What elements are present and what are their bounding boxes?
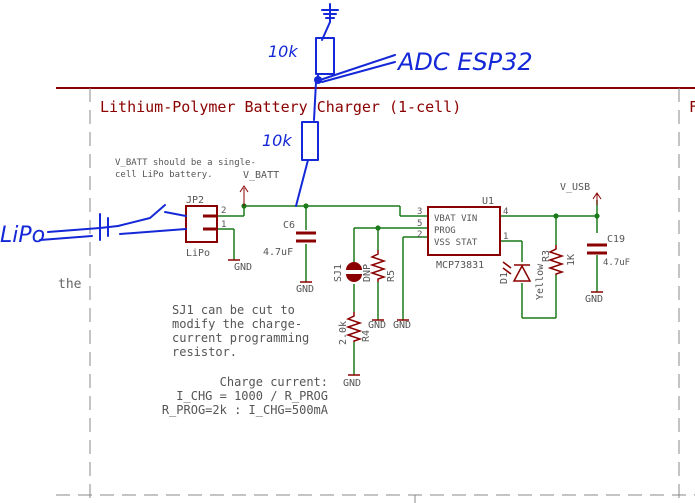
gnd-label-r5: GND — [368, 320, 386, 331]
c6-capacitor — [296, 231, 316, 243]
d1-value: Yellow — [535, 263, 546, 300]
jp2-ref: JP2 — [186, 195, 204, 206]
note-vbatt-line1: V_BATT should be a single- — [115, 158, 256, 168]
jp2-pin-1: 1 — [221, 220, 226, 230]
r5-value: DNP — [362, 264, 373, 282]
charge-note-line2: I_CHG = 1000 / R_PROG — [176, 389, 328, 403]
c19-capacitor — [587, 243, 607, 255]
net-vusb: V_USB — [560, 182, 590, 193]
c6-ref: C6 — [283, 220, 295, 231]
r5-resistor — [369, 250, 387, 282]
u1-pin-line1: VBAT VIN — [434, 214, 477, 224]
annotation-battery: LiPo — [0, 223, 45, 248]
c6-value: 4.7uF — [263, 247, 293, 258]
gnd-label-c19: GND — [585, 294, 603, 305]
annotation-resistor-mid: 10k — [262, 131, 292, 150]
gnd-symbols — [228, 259, 603, 376]
u1-ref: U1 — [482, 196, 494, 207]
jp2-pin-2: 2 — [221, 206, 226, 216]
adc-junction — [314, 76, 322, 84]
note-sj1-line2: modify the charge- — [172, 317, 302, 331]
u1-part: MCP73831 — [436, 260, 484, 271]
title-right-fragment: F — [689, 98, 695, 116]
u1-pin-vin: 4 — [503, 207, 508, 217]
note-sj1-line3: current programming — [172, 331, 309, 345]
u1-pin-line3: VSS STAT — [434, 238, 478, 248]
charge-note-line3: R_PROG=2k : I_CHG=500mA — [162, 403, 329, 417]
r3-resistor — [547, 245, 565, 275]
annotation-resistor-top: 10k — [268, 42, 298, 61]
gnd-label-u1: GND — [393, 320, 411, 331]
c19-ref: C19 — [607, 234, 625, 245]
u1-pin-vss: 2 — [417, 230, 422, 240]
note-sj1-line1: SJ1 can be cut to — [172, 303, 295, 317]
gnd-label-jp2: GND — [234, 262, 252, 273]
r3-value: 1K — [566, 254, 577, 266]
r4-value: 2.0k — [338, 321, 349, 345]
u1-pin-prog: 5 — [417, 219, 422, 229]
gnd-label-c6: GND — [296, 284, 314, 295]
jp2-label: LiPo — [186, 248, 210, 259]
c19-value: 4.7uF — [603, 258, 630, 268]
u1-pin-vbat: 3 — [417, 207, 422, 217]
r5-ref: R5 — [386, 270, 397, 282]
note-sj1-line4: resistor. — [172, 345, 237, 359]
side-text: the — [58, 277, 82, 292]
annotation-adc: ADC ESP32 — [396, 48, 533, 76]
jp2-connector — [185, 205, 218, 243]
schematic-title: Lithium-Polymer Battery Charger (1-cell) — [100, 98, 461, 116]
d1-led — [502, 261, 532, 282]
net-vbatt: V_BATT — [243, 170, 279, 181]
u1-chip — [427, 206, 501, 256]
r4-ref: R4 — [361, 330, 372, 342]
vusb-arrow — [592, 192, 602, 205]
u1-pin-line2: PROG — [434, 226, 456, 236]
gnd-label-r4: GND — [343, 378, 361, 389]
u1-pin-stat: 1 — [503, 232, 508, 242]
d1-ref: D1 — [499, 272, 510, 284]
r4-resistor — [345, 312, 363, 342]
vbatt-arrow — [239, 185, 249, 206]
sj1-ref: SJ1 — [333, 264, 344, 282]
handwritten-annotations — [39, 3, 396, 241]
frame — [56, 87, 695, 503]
charge-note-line1: Charge current: — [220, 375, 328, 389]
note-vbatt-line2: cell LiPo battery. — [115, 170, 213, 180]
r3-ref: R3 — [541, 250, 552, 262]
sj1-solder-jumper — [346, 262, 362, 282]
